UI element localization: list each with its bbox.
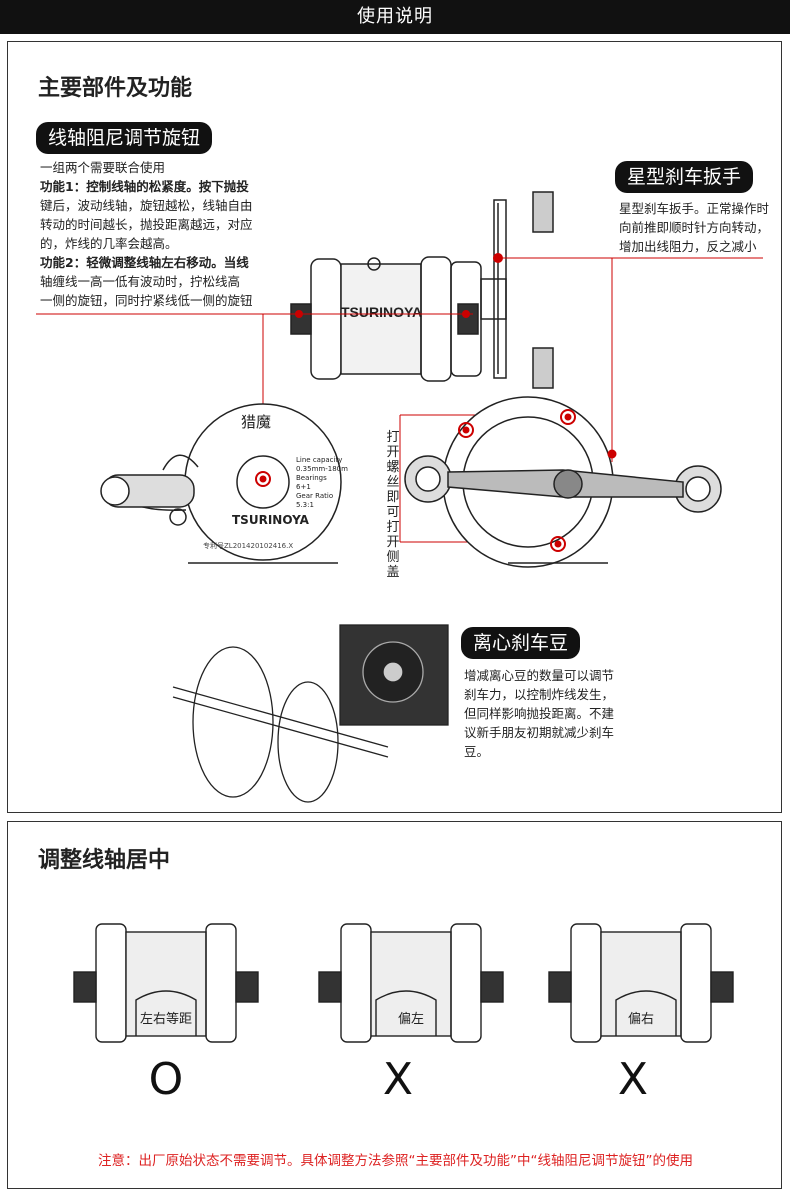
mark-correct: O <box>148 1054 184 1105</box>
centrifugal-brake-label: 离心刹车豆 <box>461 627 581 659</box>
svg-text:Bearings: Bearings <box>296 474 327 482</box>
svg-text:5.3:1: 5.3:1 <box>296 501 314 509</box>
section-title-2: 调整线轴居中 <box>38 848 171 873</box>
svg-text:Gear Ratio: Gear Ratio <box>296 492 333 500</box>
star-drag-description: 星型刹车扳手。正常操作时 向前推即顺时针方向转动， 增加出线阻力，反之减小 <box>619 201 770 254</box>
svg-text:6+1: 6+1 <box>296 483 311 491</box>
adjustment-note: 注意：出厂原始状态不需要调节。具体调整方法参照“主要部件及功能”中“线轴阻尼调节… <box>98 1153 693 1169</box>
reel-brand: 猎魔 <box>241 413 271 431</box>
side-cover-note: 打开螺丝即可打开侧盖 <box>386 430 400 580</box>
mark-wrong-left: X <box>382 1054 414 1105</box>
logo-text: TSURINOYA <box>341 304 422 320</box>
svg-text:0.35mm-180m: 0.35mm-180m <box>296 465 348 473</box>
caption-left-offset: 偏左 <box>397 1012 424 1027</box>
svg-text:专利号ZL201420102416.X: 专利号ZL201420102416.X <box>203 541 293 550</box>
spool-knob-description: 一组两个需要联合使用 功能1：控制线轴的松紧度。按下抛投 键后，波动线轴，旋钮越… <box>40 160 253 308</box>
page-header: 使用说明 <box>0 0 790 34</box>
reel-top-illustration: TSURINOYA 猎魔 Line capacity 0.35mm-180m <box>36 191 763 803</box>
svg-text:TSURINOYA: TSURINOYA <box>232 513 310 527</box>
caption-right-offset: 偏右 <box>627 1012 654 1027</box>
reel-examples <box>73 923 734 1043</box>
section-title: 主要部件及功能 <box>38 76 193 101</box>
spool-centering-panel: 调整线轴居中 左右等距 偏左 偏右 O X <box>7 821 782 1189</box>
svg-text:Line capacity: Line capacity <box>296 456 342 464</box>
caption-centered: 左右等距 <box>139 1012 192 1027</box>
mark-wrong-right: X <box>617 1054 649 1105</box>
main-parts-panel: 主要部件及功能 线轴阻尼调节旋钮 一组两个需要联合使用 功能1：控制线轴的松紧度… <box>7 41 782 813</box>
spool-knob-label: 线轴阻尼调节旋钮 <box>36 122 213 154</box>
star-drag-label: 星型刹车扳手 <box>615 161 754 193</box>
centrifugal-brake-description: 增减离心豆的数量可以调节 刹车力，以控制炸线发生， 但同样影响抛投距离。不建 议… <box>464 668 615 759</box>
